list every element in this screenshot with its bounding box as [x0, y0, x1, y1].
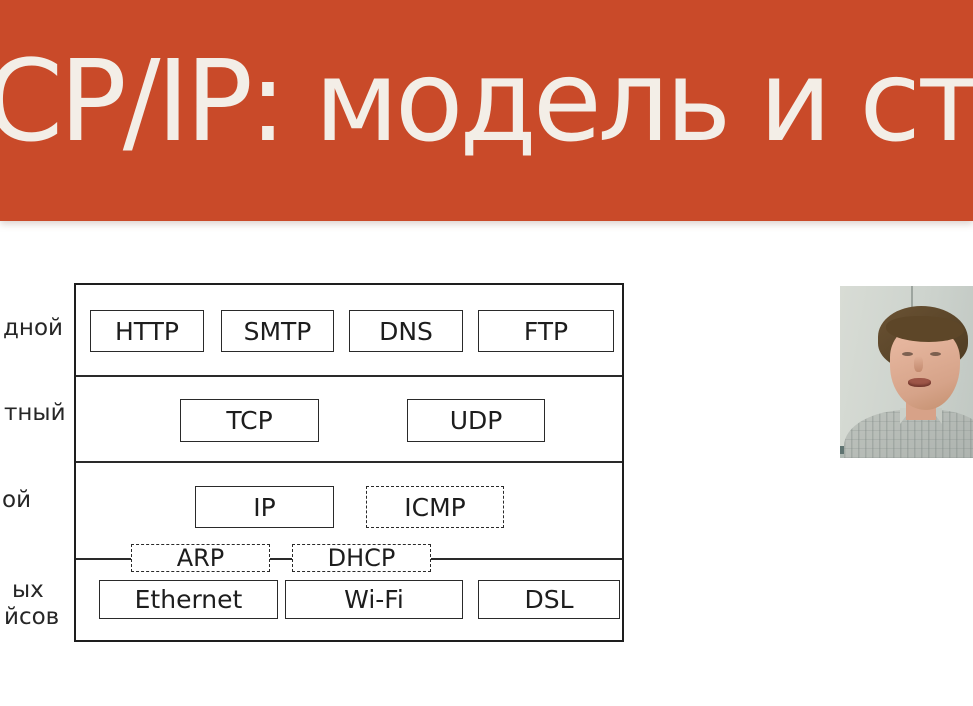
slide-title: CP/IP: модель и сто [0, 37, 973, 167]
protocol-label: DNS [379, 316, 433, 346]
protocol-label: ICMP [404, 492, 466, 522]
layer-separator-transport-network [76, 461, 622, 463]
layer-label-transport-fragment: тный [4, 400, 66, 426]
wall-seam [911, 286, 913, 316]
protocol-label: Wi-Fi [344, 585, 404, 614]
protocol-label: IP [253, 492, 276, 522]
protocol-box-dhcp: DHCP [292, 544, 431, 572]
protocol-box-http: HTTP [90, 310, 204, 352]
presenter-mouth [908, 378, 931, 387]
layer-label-application-fragment: дной [3, 315, 63, 341]
protocol-box-ethernet: Ethernet [99, 580, 278, 619]
presenter-nose [914, 356, 923, 372]
presenter-left-eye [902, 352, 913, 356]
layer-separator-application-transport [76, 375, 622, 377]
protocol-label: HTTP [115, 316, 179, 346]
protocol-label: ARP [176, 544, 225, 572]
protocol-box-wifi: Wi-Fi [285, 580, 463, 619]
protocol-box-tcp: TCP [180, 399, 319, 442]
protocol-box-arp: ARP [131, 544, 270, 572]
protocol-label: DHCP [327, 544, 396, 572]
protocol-label: TCP [226, 406, 273, 435]
layer-label-interfaces-fragment-line2: йсов [4, 604, 60, 630]
layer-label-network-fragment: ой [2, 487, 32, 513]
webcam-video [840, 286, 973, 458]
protocol-label: SMTP [243, 316, 312, 346]
slide-title-banner: CP/IP: модель и сто [0, 0, 973, 221]
protocol-label: Ethernet [134, 585, 243, 614]
protocol-box-smtp: SMTP [221, 310, 334, 352]
protocol-box-icmp: ICMP [366, 486, 504, 528]
presenter-hair-fringe [886, 316, 964, 342]
protocol-box-udp: UDP [407, 399, 545, 442]
protocol-label: UDP [449, 406, 503, 435]
presenter-right-eye [930, 352, 941, 356]
tcpip-stack-diagram: HTTP SMTP DNS FTP TCP UDP IP ICMP ARP DH… [74, 283, 624, 642]
protocol-box-dns: DNS [349, 310, 463, 352]
protocol-box-ftp: FTP [478, 310, 614, 352]
protocol-label: FTP [523, 316, 569, 346]
layer-label-interfaces-fragment-line1: ых [12, 577, 44, 603]
protocol-label: DSL [524, 585, 574, 614]
protocol-box-dsl: DSL [478, 580, 620, 619]
protocol-box-ip: IP [195, 486, 334, 528]
